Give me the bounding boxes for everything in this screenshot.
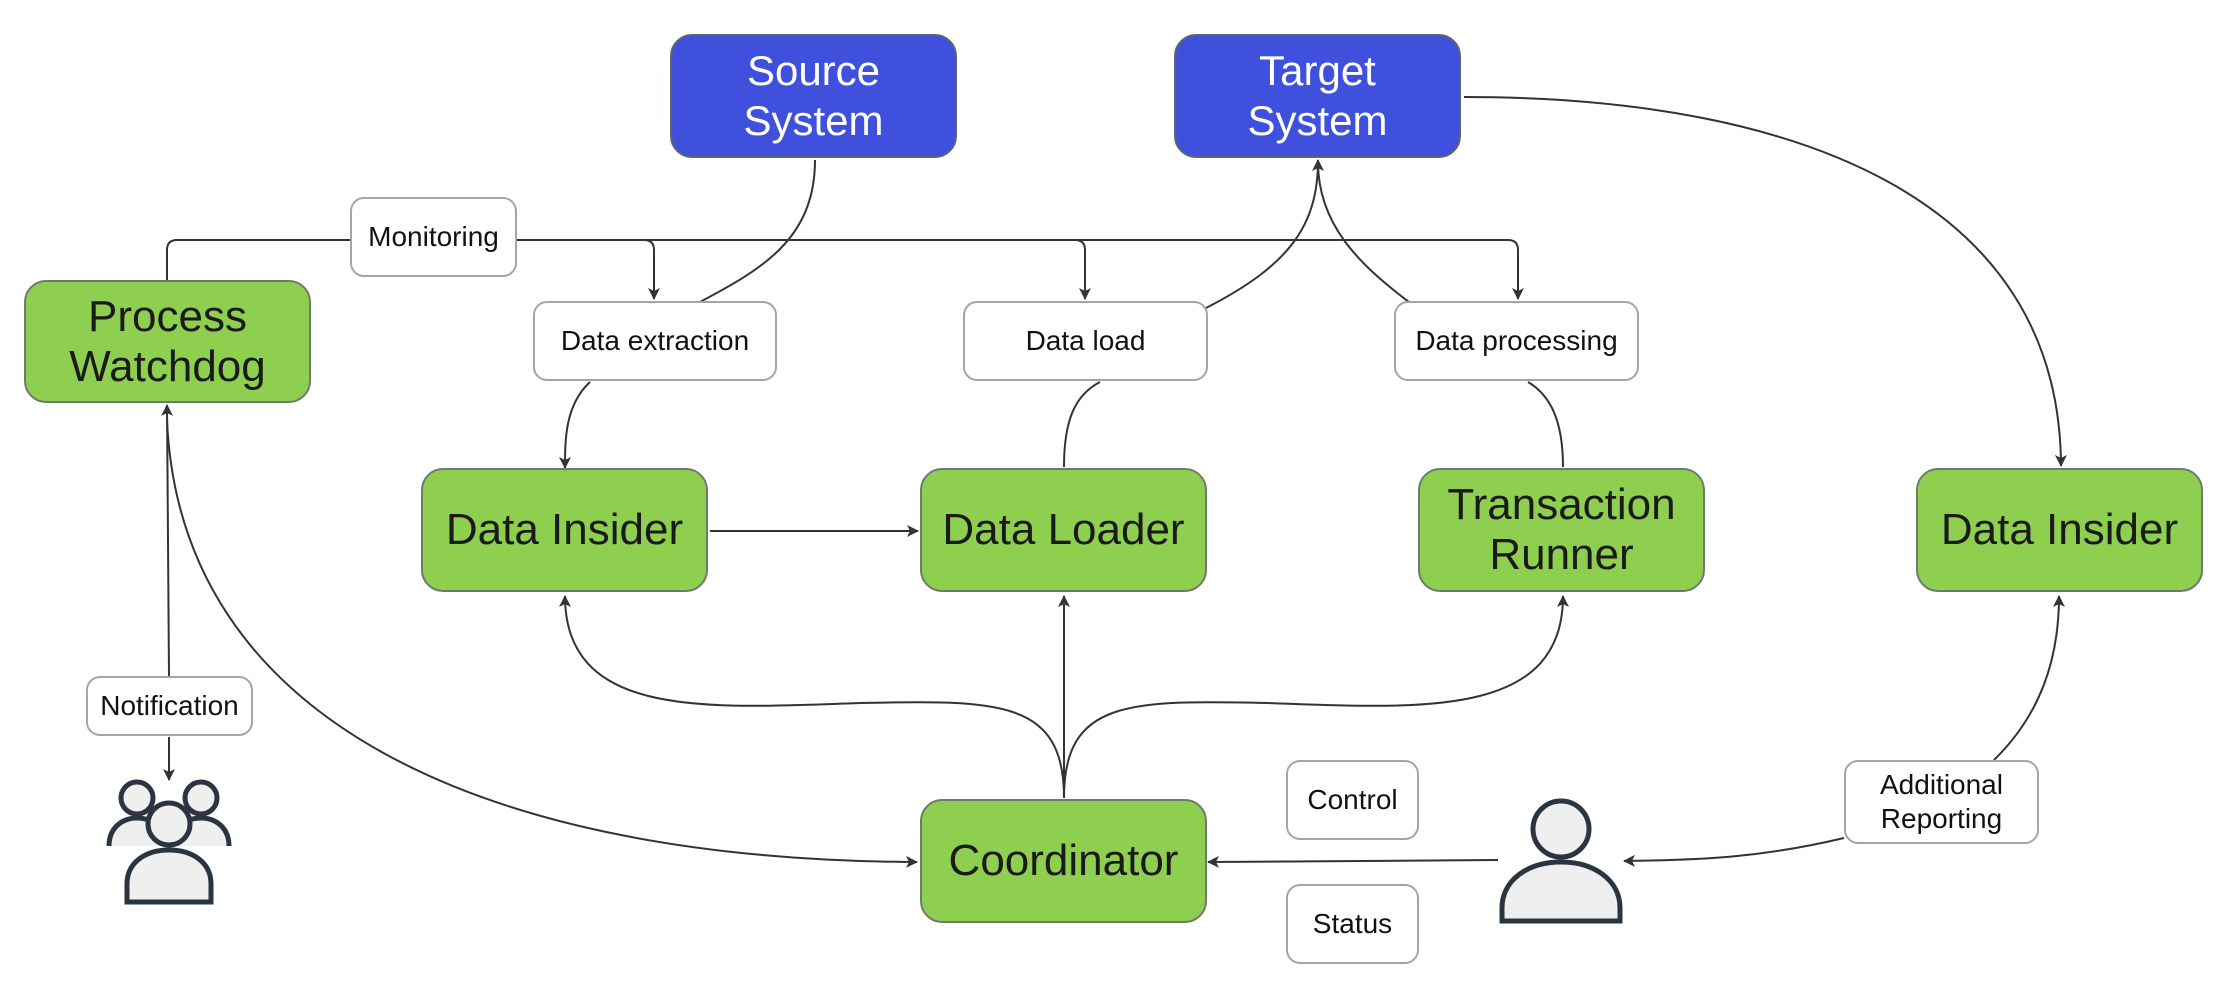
notification-label: Notification (100, 690, 239, 721)
edge-reporting-to-user (1623, 837, 1845, 867)
transaction-runner-label: Transaction Runner (1447, 480, 1676, 579)
edge-source-to-extraction (699, 159, 816, 303)
data-loader-label: Data Loader (942, 505, 1185, 554)
data-insider-reporting-label: Data Insider (1940, 505, 2179, 554)
transaction-runner-box[interactable]: Transaction Runner (1418, 468, 1705, 592)
edge-runner-to-processing (1527, 381, 1564, 468)
additional-reporting-label: Additional Reporting (1880, 769, 2003, 834)
process-watchdog-box[interactable]: Process Watchdog (24, 280, 311, 403)
edge-coordinator-to-insider (559, 595, 1065, 799)
edge-target-to-reporting-insider (1463, 96, 2067, 467)
process-watchdog-label: Process Watchdog (69, 291, 266, 391)
edge-watchdog-to-coordinator (166, 419, 918, 868)
target-system-label: Target System (1247, 47, 1388, 144)
edge-reporting-to-insider (1993, 595, 2065, 761)
additional-reporting-label-box: Additional Reporting (1844, 760, 2039, 844)
monitoring-label: Monitoring (368, 221, 499, 252)
edge-processing-to-target (1317, 161, 1410, 303)
user-group-icon (106, 779, 232, 905)
status-label-box: Status (1286, 884, 1419, 964)
data-extraction-label: Data extraction (560, 325, 750, 356)
monitoring-label-box: Monitoring (350, 197, 517, 277)
target-system-box[interactable]: Target System (1174, 34, 1461, 158)
edge-notification-to-watchdog (161, 404, 174, 677)
coordinator-label: Coordinator (948, 836, 1179, 885)
edge-monitoring-to-extraction (643, 239, 660, 300)
data-load-label: Data load (1025, 325, 1146, 356)
edge-watchdog-monitoring (166, 239, 350, 280)
control-label: Control (1307, 784, 1398, 815)
data-insider-reporting-box[interactable]: Data Insider (1916, 468, 2203, 592)
edge-user-to-coordinator (1207, 855, 1499, 868)
coordinator-box[interactable]: Coordinator (920, 799, 1207, 923)
notification-label-box: Notification (86, 676, 253, 736)
control-label-box: Control (1286, 760, 1419, 840)
edge-monitoring-to-processing (1507, 239, 1524, 300)
data-processing-label-box: Data processing (1394, 301, 1639, 381)
data-insider-label: Data Insider (445, 505, 684, 554)
user-icon (1499, 798, 1623, 924)
data-processing-label: Data processing (1415, 325, 1618, 356)
data-extraction-label-box: Data extraction (533, 301, 777, 381)
source-system-box[interactable]: Source System (670, 34, 957, 158)
data-loader-box[interactable]: Data Loader (920, 468, 1207, 592)
edge-extraction-to-insider (559, 381, 591, 469)
edge-load-to-target (1205, 159, 1324, 309)
status-label: Status (1312, 908, 1393, 939)
edge-coordinator-to-runner (1063, 595, 1569, 799)
data-insider-box[interactable]: Data Insider (421, 468, 708, 592)
edge-loader-to-load (1063, 381, 1101, 468)
data-load-label-box: Data load (963, 301, 1208, 381)
edge-monitoring-to-load (1074, 239, 1091, 300)
source-system-label: Source System (743, 47, 884, 144)
